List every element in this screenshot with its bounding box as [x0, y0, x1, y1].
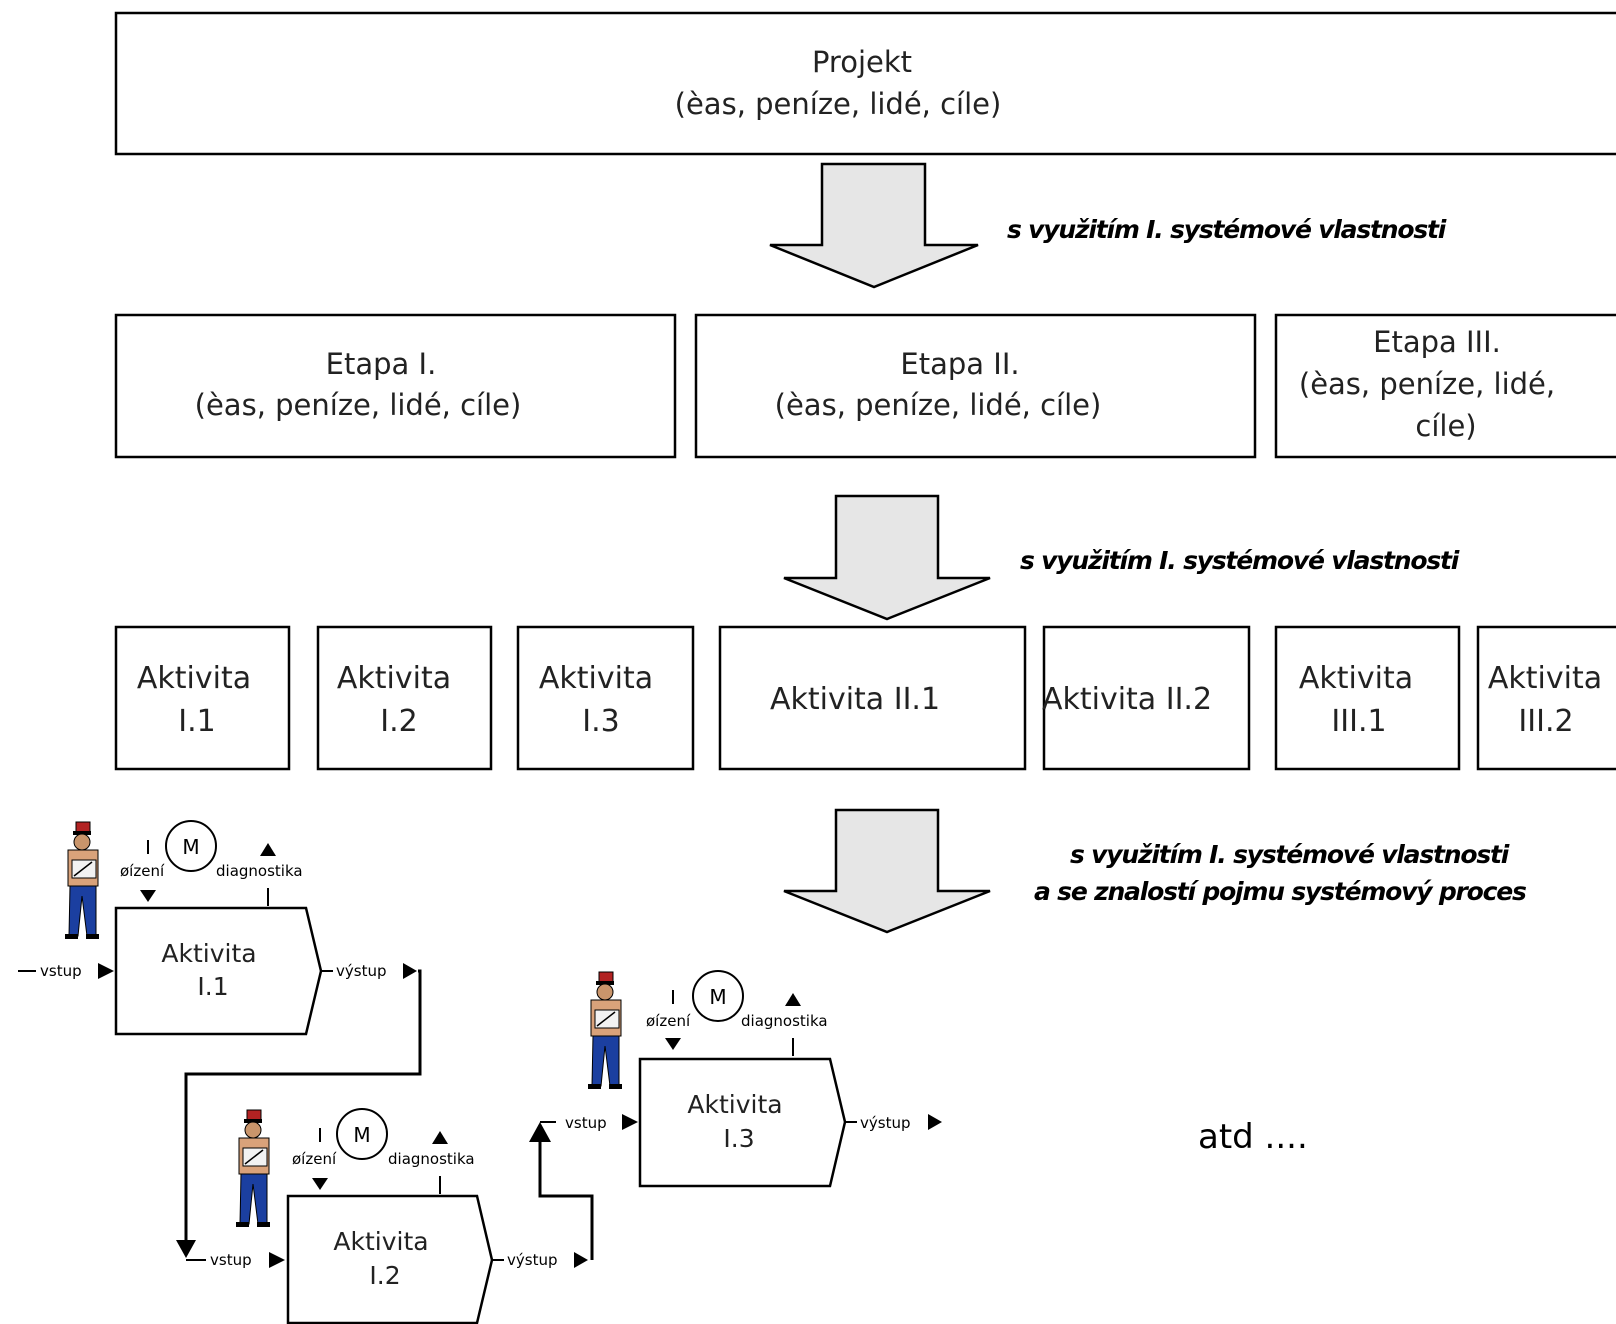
- decomposition-arrow-1: [769, 162, 979, 289]
- note-3b: a se znalostí pojmu systémový proces: [1034, 877, 1526, 906]
- control-label: øízení: [120, 862, 165, 880]
- diagnostics-label: diagnostika: [741, 1012, 828, 1030]
- diagnostics-arrow-icon: [432, 1131, 448, 1144]
- worker-icon: [235, 1109, 271, 1228]
- stage-box-1: [114, 313, 677, 459]
- process-title: Aktivita: [687, 1090, 782, 1119]
- activity-box-1-2: [316, 625, 493, 771]
- note-2: s využitím I. systémové vlastnosti: [1020, 546, 1460, 575]
- activity-1-1-title: Aktivita: [137, 661, 251, 696]
- diagnostics-arrow-icon: [785, 993, 801, 1006]
- activity-box-2-1: [718, 625, 1027, 771]
- diagnostics-label: diagnostika: [216, 862, 303, 880]
- activity-1-3-title: Aktivita: [539, 661, 653, 696]
- process-id: I.3: [723, 1124, 754, 1153]
- input-label: vstup: [565, 1114, 607, 1132]
- output-label: výstup: [336, 962, 386, 980]
- activity-3-1-title: Aktivita: [1299, 661, 1413, 696]
- manager-circle-icon: [336, 1108, 388, 1160]
- decomposition-arrow-2: [783, 494, 991, 621]
- activity-3-2-title: Aktivita: [1488, 661, 1602, 696]
- output-label: výstup: [507, 1251, 557, 1269]
- control-arrow-icon: [312, 1178, 328, 1190]
- activity-box-3-1: [1274, 625, 1461, 771]
- diagnostics-label: diagnostika: [388, 1150, 475, 1168]
- stage-3-title: Etapa III.: [1373, 325, 1501, 359]
- connector-2-to-3: [538, 1140, 594, 1260]
- activity-box-2-2: [1042, 625, 1251, 771]
- process-activity-1-3: M øízení diagnostika Aktivita I.3 vstup …: [565, 970, 942, 1188]
- input-label: vstup: [210, 1251, 252, 1269]
- input-arrow-icon: [98, 963, 114, 979]
- process-activity-1-2: M øízení diagnostika Aktivita I.2 vstup …: [186, 1108, 588, 1324]
- output-label: výstup: [860, 1114, 910, 1132]
- stage-box-3: [1274, 313, 1616, 459]
- process-shape: [638, 1057, 847, 1188]
- diagnostics-arrow-icon: [260, 843, 276, 856]
- stage-2-title: Etapa II.: [900, 347, 1019, 381]
- worker-icon: [587, 971, 623, 1090]
- note-3a: s využitím I. systémové vlastnosti: [1070, 840, 1510, 869]
- activity-2-2-title: Aktivita II.2: [1042, 682, 1212, 717]
- activity-2-1-title: Aktivita II.1: [770, 682, 940, 717]
- input-arrow-icon: [269, 1252, 285, 1268]
- connector-1-to-2: [184, 969, 422, 1240]
- connector-arrowhead-icon: [176, 1240, 196, 1258]
- stage-1-title: Etapa I.: [326, 347, 437, 381]
- activity-1-3-id: I.3: [582, 704, 619, 739]
- control-label: øízení: [292, 1150, 337, 1168]
- activity-box-1-3: [516, 625, 695, 771]
- etc-label: atd ....: [1198, 1117, 1308, 1157]
- activity-box-3-2: [1476, 625, 1616, 771]
- process-title: Aktivita: [161, 939, 256, 968]
- control-arrow-icon: [140, 890, 156, 902]
- manager-label: M: [353, 1123, 370, 1147]
- manager-label: M: [709, 985, 726, 1009]
- project-title: Projekt: [812, 45, 912, 79]
- activity-1-1-id: I.1: [178, 704, 215, 739]
- stage-1-subtitle: (èas, peníze, lidé, cíle): [195, 388, 522, 422]
- manager-circle-icon: [165, 820, 217, 872]
- activity-1-2-title: Aktivita: [337, 661, 451, 696]
- output-arrow-icon: [928, 1114, 942, 1130]
- output-arrow-icon: [403, 963, 417, 979]
- stage-2-subtitle: (èas, peníze, lidé, cíle): [775, 388, 1102, 422]
- connector-arrowhead-icon: [529, 1122, 551, 1142]
- activity-box-1-1: [114, 625, 291, 771]
- manager-label: M: [182, 835, 199, 859]
- stage-3-subtitle: (èas, peníze, lidé,: [1299, 367, 1555, 401]
- decomposition-arrow-3: [783, 808, 991, 934]
- process-id: I.1: [197, 972, 228, 1001]
- output-arrow-icon: [574, 1252, 588, 1268]
- input-arrow-icon: [622, 1114, 638, 1130]
- activity-1-2-id: I.2: [380, 704, 417, 739]
- process-activity-1-1: M øízení diagnostika Aktivita I.1 vstup …: [18, 820, 417, 1036]
- control-label: øízení: [646, 1012, 691, 1030]
- stage-box-2: [694, 313, 1257, 459]
- activity-3-1-id: III.1: [1331, 704, 1386, 739]
- process-title: Aktivita: [333, 1227, 428, 1256]
- activity-3-2-id: III.2: [1518, 704, 1573, 739]
- process-shape: [286, 1194, 494, 1324]
- project-subtitle: (èas, peníze, lidé, cíle): [675, 87, 1002, 121]
- manager-circle-icon: [692, 970, 744, 1022]
- worker-icon: [64, 821, 100, 940]
- stage-3-subtitle-cont: cíle): [1415, 409, 1476, 443]
- process-shape: [114, 906, 323, 1036]
- input-label: vstup: [40, 962, 82, 980]
- project-box: [114, 11, 1616, 156]
- control-arrow-icon: [665, 1038, 681, 1050]
- note-1: s využitím I. systémové vlastnosti: [1007, 215, 1447, 244]
- process-id: I.2: [369, 1261, 400, 1290]
